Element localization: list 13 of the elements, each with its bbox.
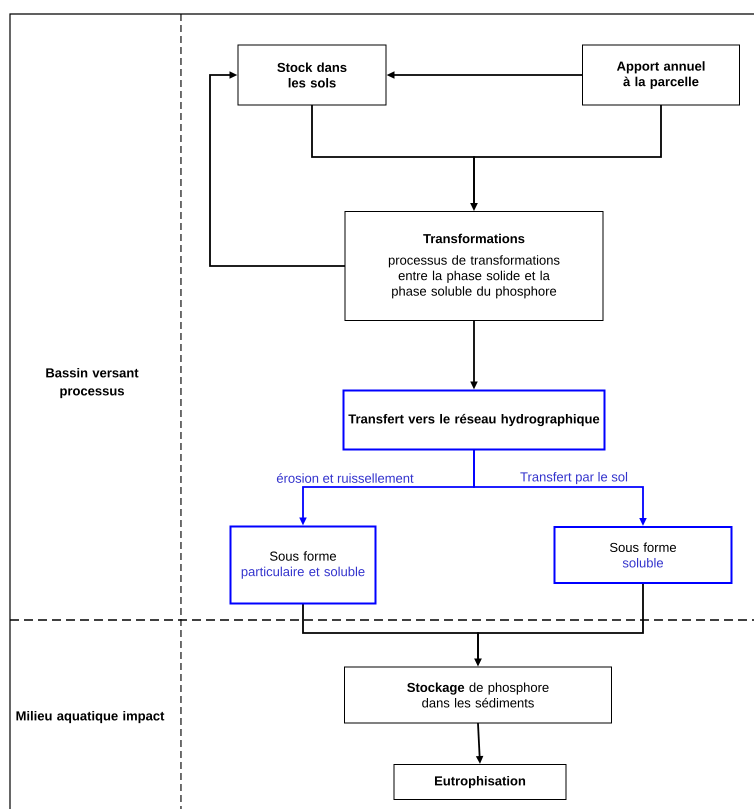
edge-label: Transfert par le sol xyxy=(519,470,629,486)
process-box: Sous forme soluble xyxy=(554,526,732,584)
process-box: Eutrophisation xyxy=(394,764,566,800)
process-box: Stock dans les sols xyxy=(238,44,386,106)
edge-label: érosion et ruissellement xyxy=(275,472,415,484)
process-box: Transfert vers le réseau hydrographique xyxy=(342,390,606,450)
lane-label: Milieu aquatique impact xyxy=(16,710,164,724)
process-box: Transformations processus de transformations entre la phase solide et la phase soluble du phosphore xyxy=(344,211,604,321)
lane-label: Bassin versant processus xyxy=(46,368,138,398)
process-box: Apport annuel à la parcelle xyxy=(582,44,740,106)
arrow xyxy=(209,71,344,267)
process-box: Sous forme particulaire et soluble xyxy=(230,526,376,604)
process-box: Stockage de phosphore dans les sédiments xyxy=(344,666,612,724)
